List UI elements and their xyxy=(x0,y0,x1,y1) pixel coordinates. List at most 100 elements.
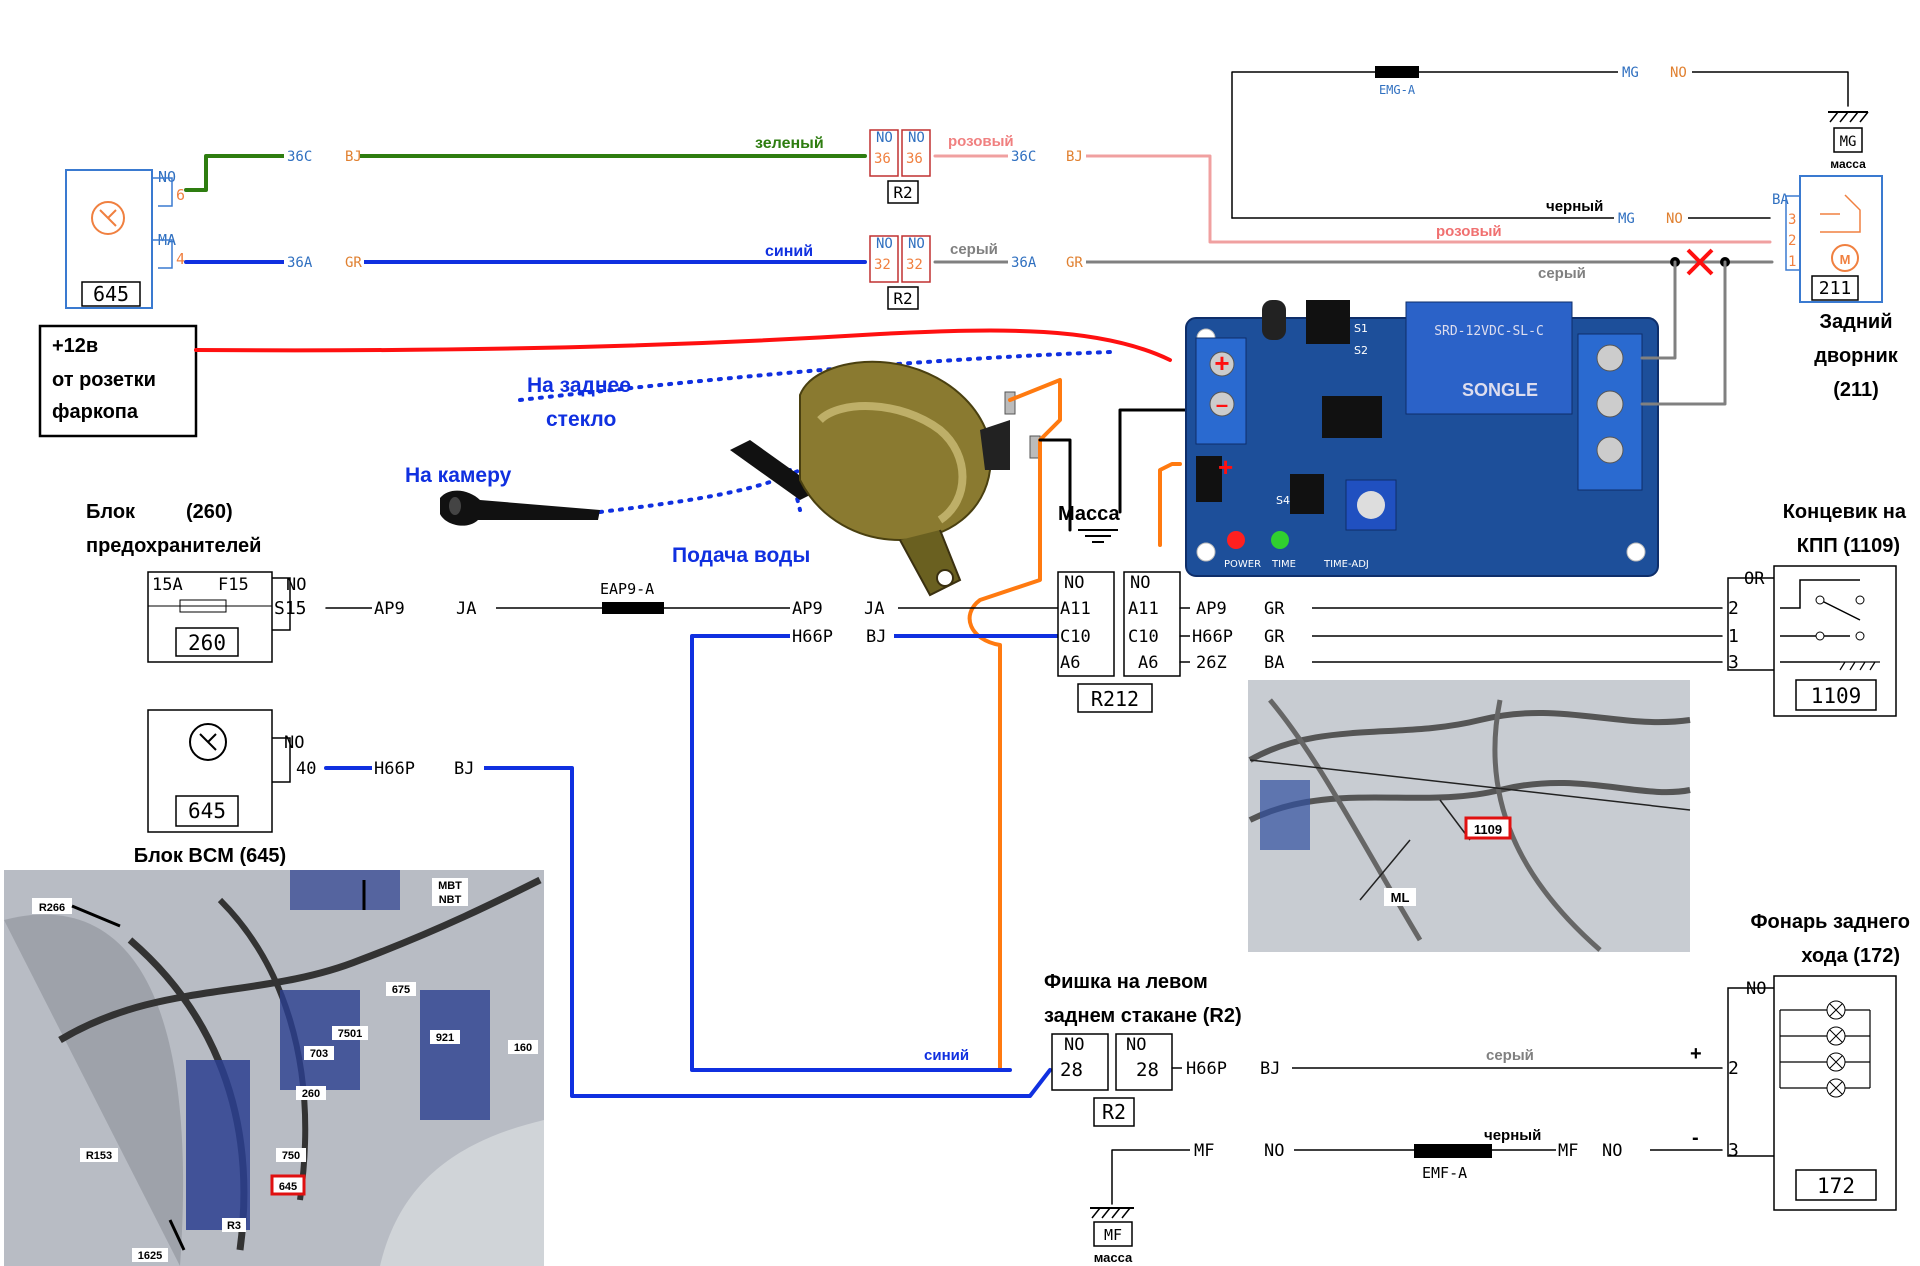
splice-emf xyxy=(1414,1144,1492,1158)
r212-left-pin-a11: A11 xyxy=(1060,599,1091,619)
photo-tag-160: 160 xyxy=(514,1042,532,1054)
lamp-conn: NO xyxy=(1746,979,1766,999)
switch-title-1: Концевик на xyxy=(1783,501,1907,523)
photo-tag-7501: 7501 xyxy=(338,1028,362,1040)
wiper-pin3: 3 xyxy=(1788,212,1796,228)
board-pot: TIME-ADJ xyxy=(1323,559,1369,570)
bcm-top-pin4: 4 xyxy=(176,250,185,268)
r2-bottom-blue-name: синий xyxy=(924,1047,969,1064)
fuse-id: F15 xyxy=(218,575,249,595)
fuse-block-260: 15A F15 260 NO S15 xyxy=(147,571,307,663)
r212-right-pin-c10: C10 xyxy=(1128,627,1159,647)
lamp-minus: - xyxy=(1692,1127,1699,1149)
splice-emf-label: EMF-A xyxy=(1422,1164,1467,1182)
r2-top-label: R2 xyxy=(893,183,912,202)
photo-engine-tag: 1109 xyxy=(1474,822,1502,837)
wire-blue-mid xyxy=(690,634,1060,1072)
wiper-motor-icon xyxy=(1831,244,1859,272)
r212-w2-code: H66P xyxy=(1192,627,1233,647)
photo-engine-ml: ML xyxy=(1391,890,1410,905)
power-source-box: +12в от розетки фаркопа xyxy=(38,324,198,438)
bcm-symbol-icon xyxy=(91,201,125,235)
wire-ap9-color2: JA xyxy=(864,599,884,619)
splice-eap9 xyxy=(602,602,664,614)
ground-symbol-pump xyxy=(1078,529,1118,543)
wiper-pin2: 2 xyxy=(1788,233,1796,249)
ground-bottom-color2: NO xyxy=(1602,1141,1622,1161)
r212-w3-color: BA xyxy=(1264,653,1284,673)
photo-tag-750: 750 xyxy=(282,1150,300,1162)
bcm-top-number: 645 xyxy=(93,282,129,306)
r2-bottom-right-pin: 28 xyxy=(1136,1059,1159,1081)
board-s4: S4 xyxy=(1276,494,1290,507)
r2-mid-left-pin: 32 xyxy=(874,257,891,273)
relay-timer-board: + – + S1 S2 SRD-12VDC-SL-C SONGLE S4 POW… xyxy=(1185,300,1659,577)
wire-green-color: BJ xyxy=(345,149,362,165)
bcm-top-pin6-conn: NO xyxy=(158,168,176,186)
wire-pink-color: BJ xyxy=(1066,149,1083,165)
r212-left-conn: NO xyxy=(1064,573,1084,593)
bcm-lower-pin: 40 xyxy=(296,759,316,779)
photo-engine-bay: 1109 ML xyxy=(1248,680,1691,952)
wiper-pink-name: розовый xyxy=(1436,223,1502,240)
wire-blue-top-code: 36A xyxy=(287,255,313,271)
r2-bottom-wire-color: BJ xyxy=(1260,1059,1280,1079)
photo-bcm-location: R266 MBT NBT 675 7501 921 160 703 260 75… xyxy=(4,870,544,1266)
wire-green-name: зеленый xyxy=(755,135,824,152)
camera-nozzle xyxy=(440,490,600,526)
r2-connector-bottom: NO NO 28 28 R2 xyxy=(1051,1033,1173,1127)
ground-bottom-caption: масса xyxy=(1094,1250,1133,1265)
wiper-title-1: Задний xyxy=(1819,311,1892,333)
board-relay-text: SRD-12VDC-SL-C xyxy=(1434,324,1544,339)
r2-top-right-conn: NO xyxy=(908,130,925,146)
wire-ap9-color: JA xyxy=(456,599,476,619)
ground-top-caption: масса xyxy=(1830,157,1866,171)
power-line1: +12в xyxy=(52,335,98,357)
rear-wiper-211: BA 3 2 1 M 211 xyxy=(1772,175,1883,303)
photo-tag-r153: R153 xyxy=(86,1150,112,1162)
ground-symbol-bottom: MF масса xyxy=(1090,1207,1134,1265)
fuse-number: 260 xyxy=(188,631,226,655)
photo-tag-mbt: MBT xyxy=(438,880,462,892)
fuse-title-2: предохранителей xyxy=(86,535,261,557)
r212-w1-color: GR xyxy=(1264,599,1285,619)
wire-pink-name: розовый xyxy=(948,133,1014,150)
fuse-pin: S15 xyxy=(274,598,307,619)
r2-mid-right-conn: NO xyxy=(908,236,925,252)
label-water-feed: Подача воды xyxy=(672,544,810,567)
bcm-lower-symbol-icon xyxy=(189,723,227,761)
lamp-pin-plus: 2 xyxy=(1728,1058,1739,1079)
ground-symbol-top: MG масса xyxy=(1828,111,1869,171)
r212-right-pin-a6: A6 xyxy=(1138,653,1158,673)
wiper-title-2: дворник xyxy=(1814,345,1899,367)
wire-gray-name: серый xyxy=(950,241,998,258)
svg-text:M: M xyxy=(1840,252,1851,267)
ground-top-label: MG xyxy=(1840,134,1857,150)
svg-text:–: – xyxy=(1216,392,1228,417)
wire-pink-code: 36C xyxy=(1011,149,1036,165)
svg-text:+: + xyxy=(1218,452,1233,482)
svg-text:+: + xyxy=(1214,348,1229,378)
photo-tag-675: 675 xyxy=(392,984,410,996)
photo-tag-703: 703 xyxy=(310,1048,328,1060)
r2-top-left-conn: NO xyxy=(876,130,893,146)
r2-bottom-left-pin: 28 xyxy=(1060,1059,1083,1081)
power-line3: фаркопа xyxy=(52,401,139,423)
photo-tag-r3: R3 xyxy=(227,1220,241,1232)
reverse-lamp-172: NO 2 3 172 xyxy=(1727,975,1897,1211)
board-s2: S2 xyxy=(1354,344,1368,357)
r212-left-pin-a6: A6 xyxy=(1060,653,1080,673)
label-ground-pump: Масса xyxy=(1058,503,1121,525)
switch-conn: OR xyxy=(1744,569,1765,589)
r212-connector: NO NO A11 C10 A6 A11 C10 A6 R212 xyxy=(1057,571,1181,713)
bcm-block-top: 645 NO 6 MA 4 xyxy=(65,168,185,309)
wire-red-power xyxy=(194,328,1172,362)
bcm-lower-wire-color: BJ xyxy=(454,759,474,779)
wiper-title-3: (211) xyxy=(1833,379,1879,401)
r2-bottom-wire-code: H66P xyxy=(1186,1059,1227,1079)
wire-blue-top-name: синий xyxy=(765,243,813,260)
lamp-plus: + xyxy=(1690,1043,1702,1065)
bcm-lower-number: 645 xyxy=(188,799,226,823)
bcm-lower-caption: Блок BCM (645) xyxy=(134,845,286,867)
